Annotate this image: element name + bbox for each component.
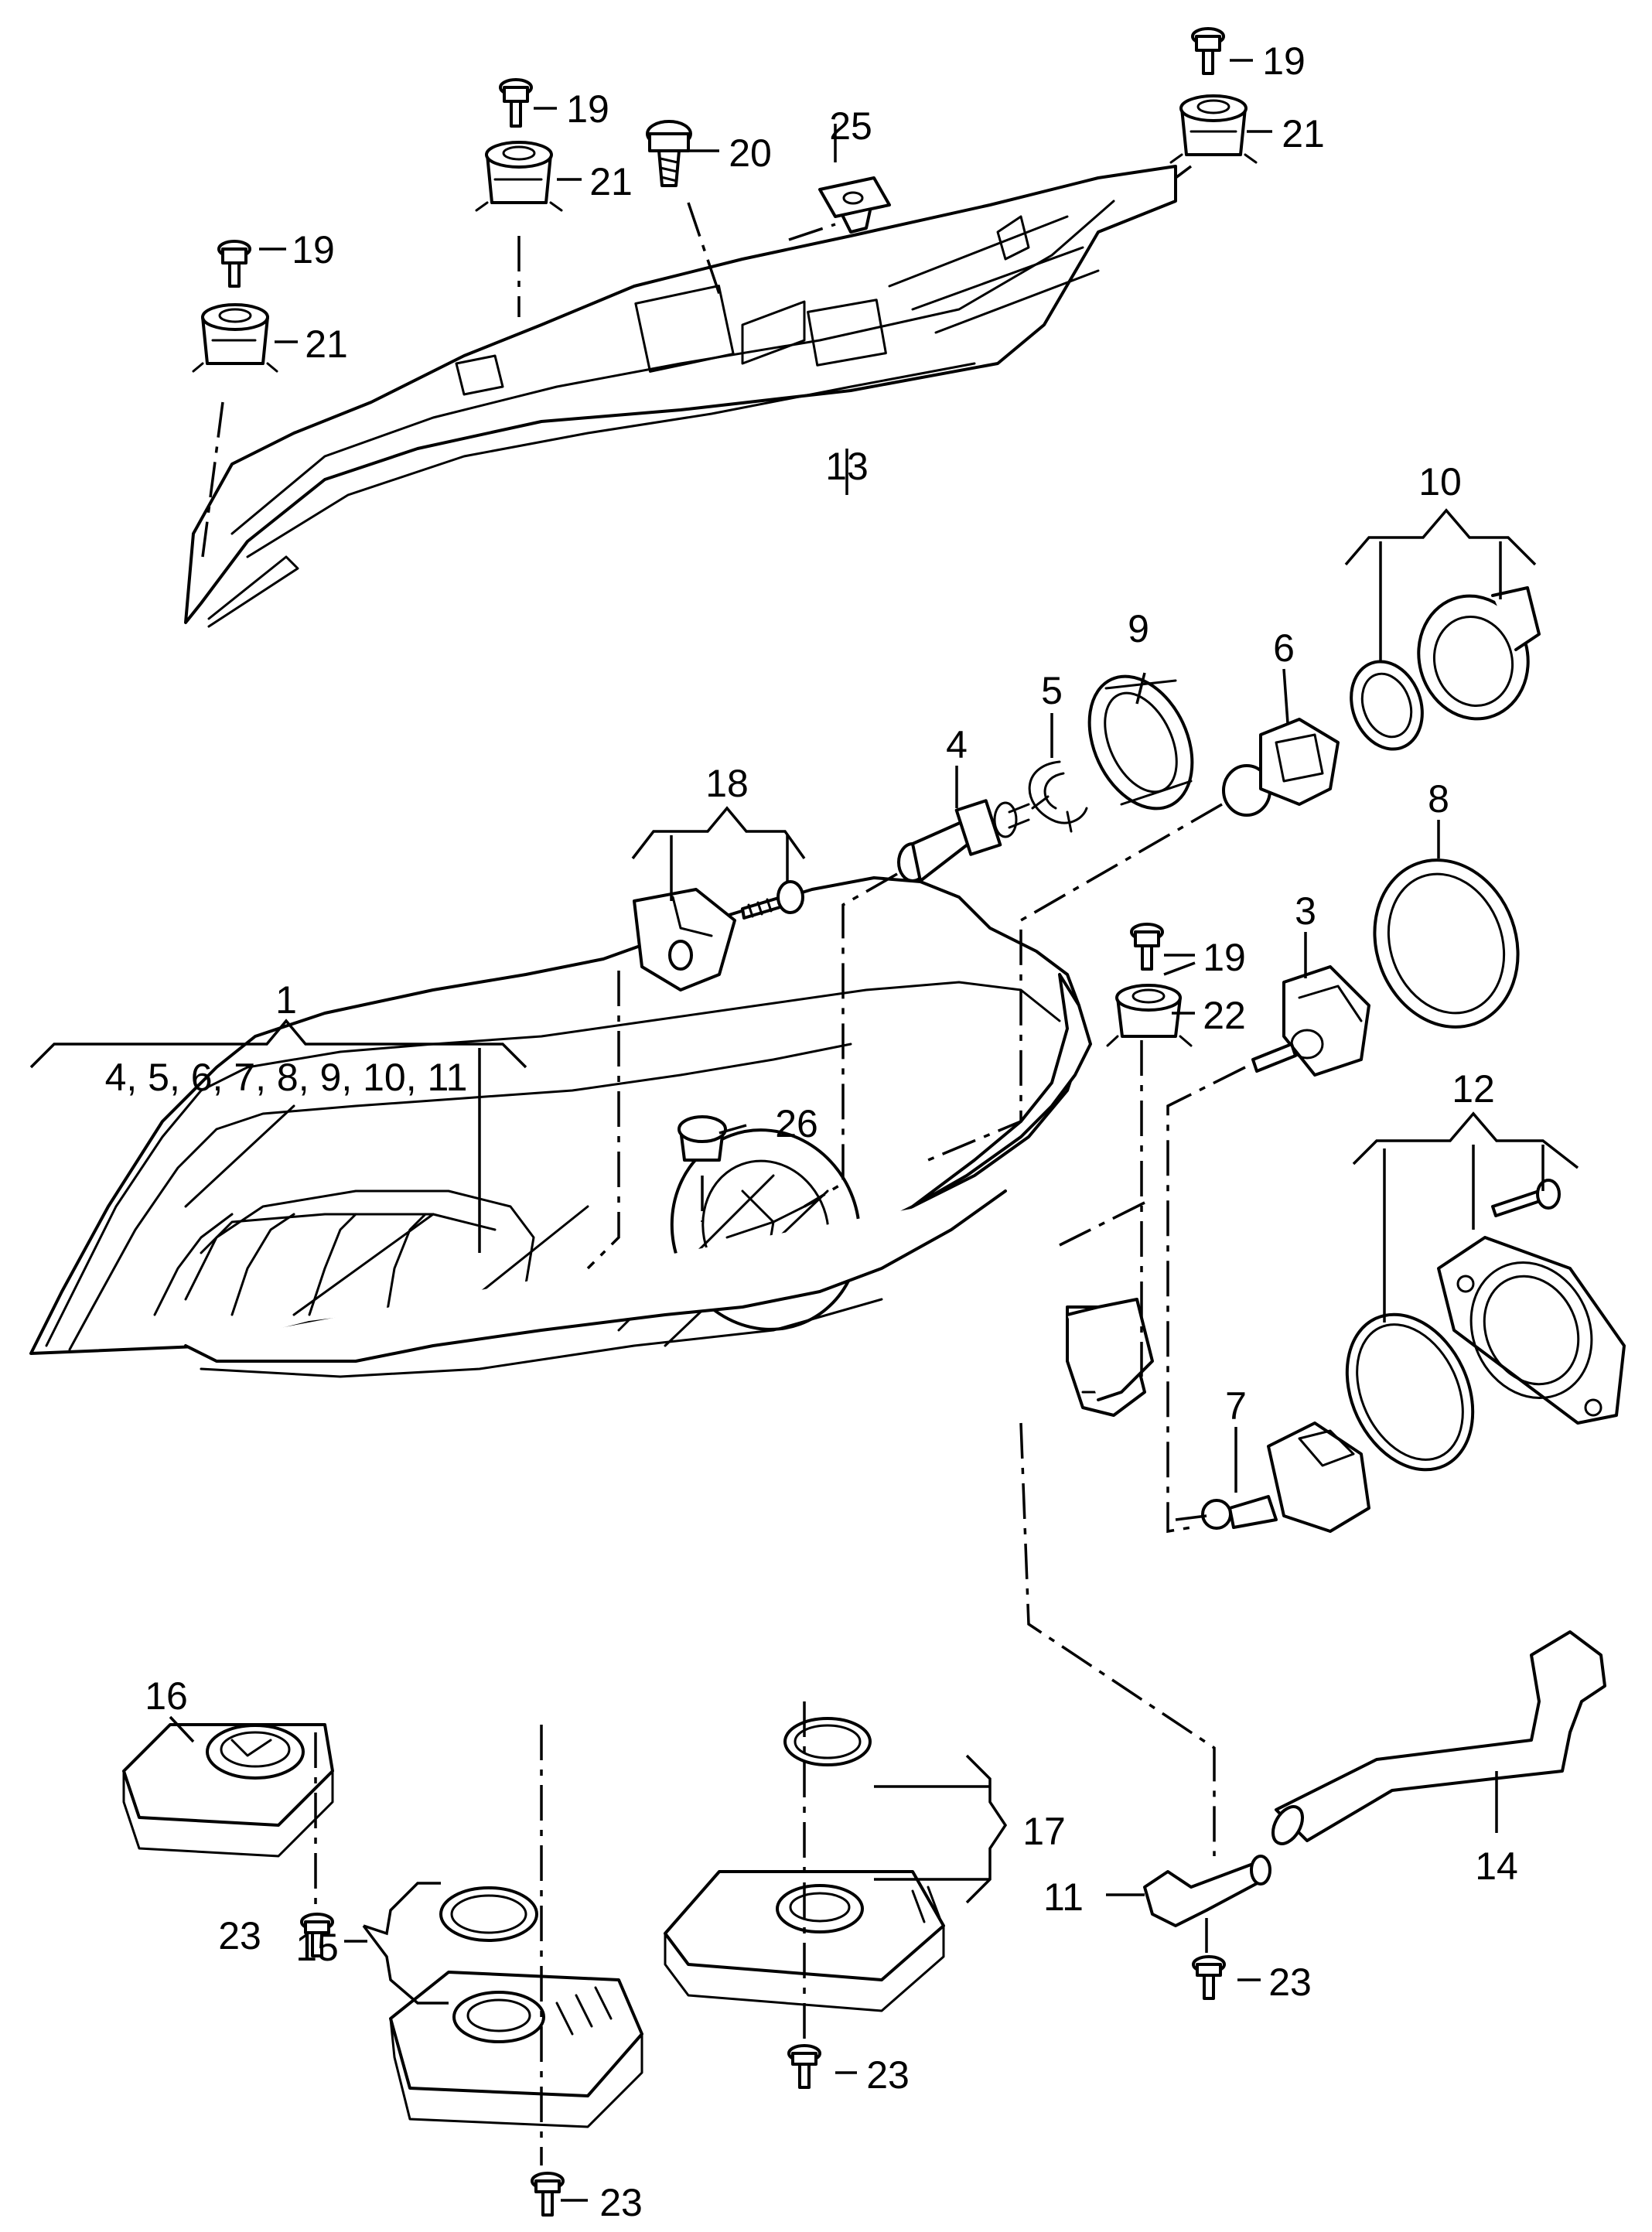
screw-19-center bbox=[1130, 923, 1164, 971]
leader-lines bbox=[29, 59, 1579, 2202]
connector-11 bbox=[1143, 1855, 1271, 1927]
screw-19-middle bbox=[499, 78, 533, 128]
screw-12 bbox=[1491, 1179, 1561, 1217]
gasket-8 bbox=[1373, 858, 1520, 1029]
label-9: 9 bbox=[1128, 607, 1149, 650]
label-7: 7 bbox=[1225, 1384, 1247, 1428]
label-19-center: 19 bbox=[1203, 936, 1246, 979]
retaining-clip-5 bbox=[1028, 760, 1088, 833]
xenon-bulb-3 bbox=[1251, 965, 1370, 1077]
screw-23-b bbox=[531, 2172, 565, 2217]
bulb-holder-6 bbox=[1222, 718, 1340, 817]
label-11: 11 bbox=[1043, 1875, 1084, 1919]
label-20: 20 bbox=[729, 131, 772, 175]
label-3: 3 bbox=[1295, 889, 1316, 933]
label-4: 4 bbox=[946, 723, 968, 766]
holder-18 bbox=[633, 888, 736, 991]
clip-22 bbox=[1106, 984, 1193, 1047]
plug-26 bbox=[678, 1115, 727, 1162]
screw-19-right bbox=[1191, 27, 1225, 75]
clip-nut-25 bbox=[818, 176, 891, 234]
screw-23-c bbox=[787, 2044, 821, 2089]
label-19-middle: 19 bbox=[566, 87, 609, 131]
cover-12 bbox=[1437, 1236, 1626, 1425]
label-21-middle: 21 bbox=[589, 160, 633, 203]
headlight-housing-part-1 bbox=[29, 876, 1154, 1417]
label-1: 1 bbox=[275, 978, 297, 1022]
bulb-4 bbox=[897, 799, 1030, 882]
mounting-bracket-part-13 bbox=[184, 165, 1177, 628]
screw-19-left bbox=[217, 240, 251, 288]
callout-labels: 1 4, 5, 6, 7, 8, 9, 10, 11 3 4 5 6 7 8 9… bbox=[105, 39, 1518, 2224]
label-18: 18 bbox=[705, 762, 749, 805]
screw-23-d bbox=[1192, 1955, 1226, 2000]
label-23-c: 23 bbox=[866, 2053, 910, 2097]
sealing-ring-12 bbox=[1345, 1312, 1475, 1472]
screw-18 bbox=[741, 880, 804, 920]
label-19-right: 19 bbox=[1262, 39, 1306, 83]
screw-23-a bbox=[300, 1913, 334, 1957]
label-8: 8 bbox=[1428, 777, 1449, 821]
label-23-a: 23 bbox=[218, 1914, 261, 1957]
label-10: 10 bbox=[1418, 460, 1462, 503]
label-1-contents: 4, 5, 6, 7, 8, 9, 10, 11 bbox=[105, 1056, 468, 1099]
control-unit-17 bbox=[664, 1717, 945, 2012]
label-19-left: 19 bbox=[292, 228, 335, 271]
label-13: 13 bbox=[825, 445, 869, 488]
clip-21-middle bbox=[475, 141, 563, 212]
label-12: 12 bbox=[1452, 1067, 1495, 1111]
label-21-left: 21 bbox=[305, 323, 348, 366]
label-22: 22 bbox=[1203, 994, 1246, 1037]
screw-20 bbox=[646, 120, 692, 187]
clip-21-left bbox=[192, 303, 278, 373]
clip-21-right bbox=[1169, 94, 1258, 164]
bulb-7 bbox=[1201, 1421, 1370, 1533]
label-5: 5 bbox=[1041, 669, 1063, 712]
label-25: 25 bbox=[829, 104, 872, 148]
gasket-10 bbox=[1350, 660, 1424, 751]
label-23-d: 23 bbox=[1268, 1961, 1312, 2004]
label-16: 16 bbox=[145, 1674, 188, 1718]
label-15: 15 bbox=[295, 1926, 339, 1969]
ring-9 bbox=[1087, 674, 1194, 811]
label-23-b: 23 bbox=[599, 2181, 643, 2224]
label-21-right: 21 bbox=[1282, 112, 1325, 155]
control-unit-15 bbox=[389, 1886, 643, 2128]
cap-10 bbox=[1417, 586, 1541, 721]
assembly-lines bbox=[201, 165, 1246, 2165]
label-26: 26 bbox=[775, 1102, 818, 1145]
control-unit-16 bbox=[122, 1723, 334, 1858]
label-6: 6 bbox=[1273, 626, 1295, 670]
label-14: 14 bbox=[1475, 1845, 1518, 1888]
label-17: 17 bbox=[1022, 1810, 1066, 1853]
hose-14 bbox=[1271, 1630, 1606, 1845]
